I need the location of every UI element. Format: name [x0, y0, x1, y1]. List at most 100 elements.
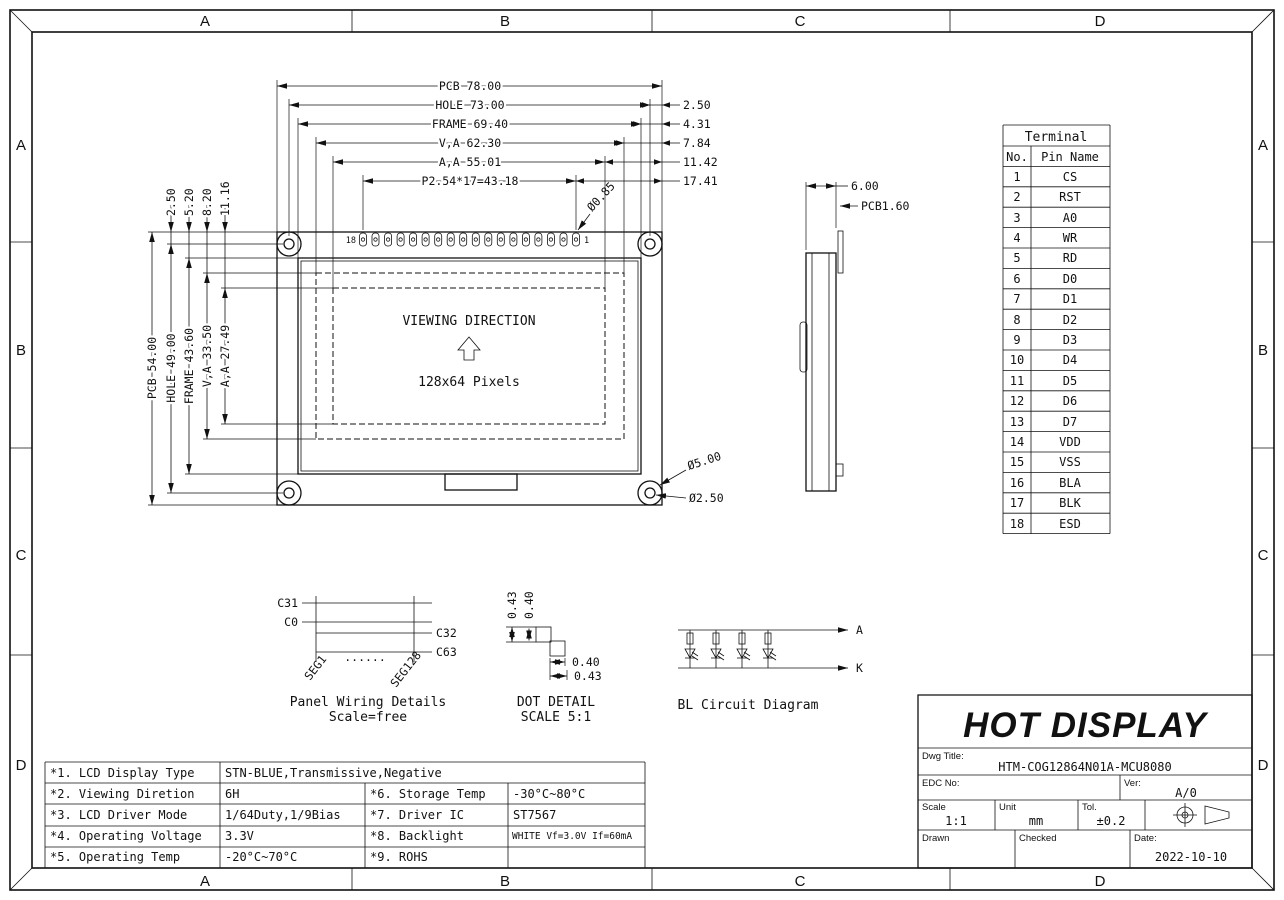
- terminal-no: 18: [1010, 517, 1024, 531]
- grid-ref-top-c: C: [795, 13, 806, 30]
- terminal-pin: D0: [1063, 272, 1077, 286]
- active-area-outline: [332, 287, 606, 425]
- front-view-dimensions: PCB 78.00 HOLE 73.00 FRAME 69.40 V,A 62.…: [143, 77, 724, 506]
- spec-r4-label: *4. Operating Voltage: [50, 829, 202, 843]
- terminal-no: 14: [1010, 435, 1024, 449]
- grid-ref-left-c: C: [16, 547, 27, 564]
- grid-ref-bottom-a: A: [200, 873, 210, 890]
- wiring-c31-label: C31: [277, 596, 298, 610]
- terminal-no: 10: [1010, 353, 1024, 367]
- grid-ref-left-d: D: [16, 757, 27, 774]
- terminal-no: 3: [1013, 211, 1020, 225]
- date-value: 2022-10-10: [1155, 850, 1227, 864]
- version-label: Ver:: [1124, 778, 1141, 789]
- spec-r7-label: *7. Driver IC: [370, 808, 464, 822]
- scale-value: 1:1: [945, 814, 967, 828]
- spec-r8-label: *8. Backlight: [370, 829, 464, 843]
- led-branch: [736, 629, 751, 669]
- dim-va-width: V,A 62.30: [439, 136, 501, 150]
- spec-r4-value: 3.3V: [225, 829, 254, 843]
- terminal-pin: RST: [1059, 190, 1081, 204]
- terminal-pin: D5: [1063, 374, 1077, 388]
- spec-r8-value: WHITE Vf=3.0V If=60mA: [512, 831, 632, 842]
- wiring-seg128-label: SEG128: [387, 648, 424, 689]
- dim-offset-pin1: 17.41: [683, 174, 718, 188]
- wiring-c63-label: C63: [436, 645, 457, 659]
- terminal-title: Terminal: [1025, 130, 1088, 145]
- unit-value: mm: [1029, 814, 1043, 828]
- dim-aa-height: A,A 27.49: [218, 325, 232, 387]
- dim-voffset-va: 8.20: [200, 188, 214, 216]
- dim-aa-width: A,A 55.01: [439, 155, 501, 169]
- grid-ref-bottom-d: D: [1095, 873, 1106, 890]
- dot-dim-v2: 0.40: [522, 591, 536, 619]
- dim-pcb-height: PCB 54.00: [145, 337, 159, 399]
- dim-side-width: 6.00: [851, 179, 879, 193]
- dim-frame-height: FRAME 43.60: [182, 328, 196, 404]
- terminal-pin: D6: [1063, 394, 1077, 408]
- viewing-area-outline: [315, 272, 625, 440]
- bl-circuit-diagram: A K BL Circuit Diagram: [678, 623, 863, 713]
- title-block: HOT DISPLAY Dwg Title: HTM-COG12864N01A-…: [917, 694, 1253, 869]
- terminal-pin: VDD: [1059, 435, 1081, 449]
- grid-ref-right-b: B: [1258, 342, 1268, 359]
- tolerance-value: ±0.2: [1097, 814, 1126, 828]
- dot-detail: 0.43 0.40 0.40 0.43 DOT DETAIL SCALE 5:1: [503, 589, 602, 725]
- terminal-pin: BLA: [1059, 476, 1081, 490]
- dot-dim-h2: 0.43: [574, 669, 602, 683]
- grid-ref-left-b: B: [16, 342, 26, 359]
- terminal-pin: CS: [1063, 170, 1077, 184]
- terminal-no: 11: [1010, 374, 1024, 388]
- date-label: Date:: [1134, 833, 1157, 844]
- spec-r6-value: -30°C~80°C: [513, 787, 585, 801]
- terminal-pin: D7: [1063, 415, 1077, 429]
- terminal-no: 12: [1010, 394, 1024, 408]
- tolerance-label: Tol.: [1082, 802, 1097, 813]
- spec-r7-value: ST7567: [513, 808, 556, 822]
- dim-voffset-aa: 11.16: [218, 181, 232, 216]
- terminal-no: 5: [1013, 251, 1020, 265]
- terminal-pin: D1: [1063, 292, 1077, 306]
- terminal-no: 2: [1013, 190, 1020, 204]
- frame-outline: [297, 257, 642, 475]
- dim-offset-hole: 2.50: [683, 98, 711, 112]
- terminal-pin: WR: [1063, 231, 1078, 245]
- wiring-caption: Panel Wiring Details: [290, 695, 447, 710]
- terminal-pin: BLK: [1059, 496, 1081, 510]
- dot-dim-h1: 0.40: [572, 655, 600, 669]
- dim-offset-va: 7.84: [683, 136, 711, 150]
- spec-r1-label: *1. LCD Display Type: [50, 766, 195, 780]
- dim-side-pcb-thickness: PCB1.60: [861, 199, 910, 213]
- unit-label: Unit: [999, 802, 1016, 813]
- bl-anode-label: A: [856, 623, 863, 637]
- grid-ref-right-c: C: [1258, 547, 1269, 564]
- terminal-no: 7: [1013, 292, 1020, 306]
- bl-cathode-label: K: [856, 661, 863, 675]
- viewing-direction-arrow-icon: [457, 336, 481, 361]
- grid-ref-right-d: D: [1258, 757, 1269, 774]
- dot-dim-v1: 0.43: [505, 591, 519, 619]
- dim-voffset-frame: 5.20: [182, 188, 196, 216]
- dim-va-height: V,A 33.50: [200, 325, 214, 387]
- grid-ref-top-b: B: [500, 13, 510, 30]
- terminal-no: 13: [1010, 415, 1024, 429]
- dim-pin-hole-diameter: Ø0.85: [584, 179, 618, 214]
- grid-ref-bottom-c: C: [795, 873, 806, 890]
- side-glass-bump: [799, 321, 808, 373]
- dot-square-1: [535, 626, 552, 643]
- terminal-pin: VSS: [1059, 455, 1081, 469]
- wiring-c32-label: C32: [436, 626, 457, 640]
- grid-ref-right-a: A: [1258, 137, 1268, 154]
- dim-offset-frame: 4.31: [683, 117, 711, 131]
- side-body: [805, 252, 837, 492]
- grid-ref-top-d: D: [1095, 13, 1106, 30]
- spec-r5-value: -20°C~70°C: [225, 850, 297, 864]
- spec-r5-label: *5. Operating Temp: [50, 850, 180, 864]
- terminal-pin: A0: [1063, 211, 1077, 225]
- terminal-pin: D2: [1063, 313, 1077, 327]
- dim-pcb-width: PCB 78.00: [439, 79, 501, 93]
- terminal-no: 15: [1010, 455, 1024, 469]
- company-name: HOT DISPLAY: [963, 706, 1208, 745]
